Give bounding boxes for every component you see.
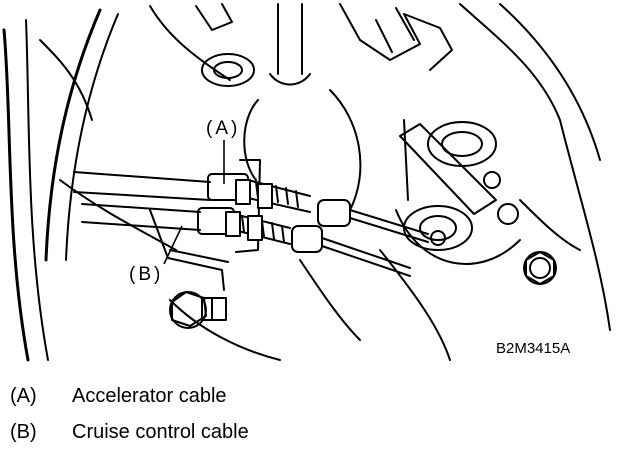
lock-nuts xyxy=(225,179,273,241)
legend-item-cruise-control: (B) Cruise control cable xyxy=(10,420,249,444)
leader-lines xyxy=(163,134,225,265)
mounting-bolt xyxy=(169,291,227,329)
legend-item-accelerator: (A) Accelerator cable xyxy=(10,384,227,408)
legend-key: (A) xyxy=(10,385,37,407)
figure-code: B2M3415A xyxy=(496,340,571,357)
legend-key: (B) xyxy=(10,421,37,443)
callout-b-label: (B) xyxy=(128,264,165,286)
cable-diagram xyxy=(2,3,611,362)
throttle-linkage xyxy=(395,119,551,279)
legend-text: Cruise control cable xyxy=(72,421,249,443)
engine-components xyxy=(59,3,611,361)
callout-a-label: (A) xyxy=(205,118,242,140)
right-bolt xyxy=(523,251,557,285)
left-hose xyxy=(2,8,119,362)
legend-text: Accelerator cable xyxy=(72,385,227,407)
